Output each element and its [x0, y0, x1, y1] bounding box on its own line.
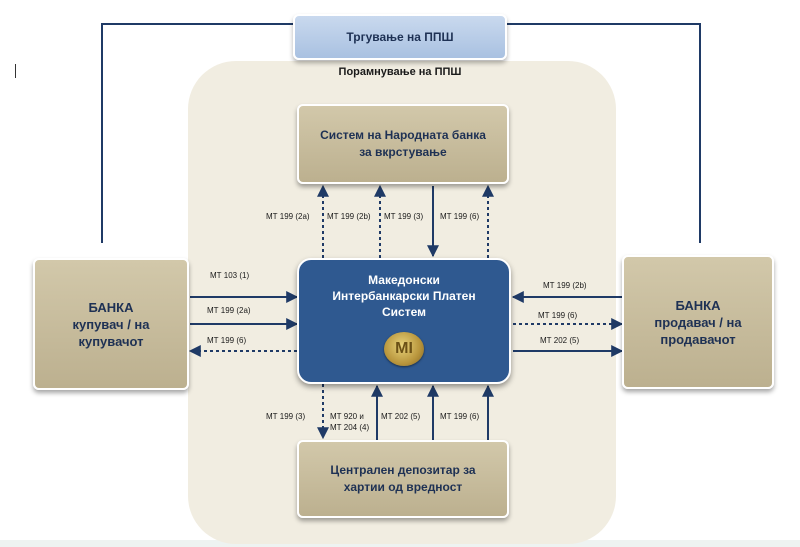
mips-line1: Македонски	[368, 273, 440, 287]
msg-label: МТ 204 (4)	[330, 423, 370, 432]
msg-label: МТ 199 (6)	[207, 336, 247, 345]
seller-bank-line2: продавач / на	[654, 314, 742, 330]
settlement-region-title: Порамнување на ППШ	[338, 66, 462, 78]
buyer-bank-line3: купувачот	[78, 333, 144, 349]
msg-label: МТ 199 (6)	[538, 311, 578, 320]
trading-loop-line	[101, 23, 701, 243]
msg-label: МТ 199 (2а)	[266, 212, 310, 221]
msg-label: МТ 199 (3)	[266, 412, 306, 421]
msg-label: МТ 199 (2а)	[207, 306, 251, 315]
mips-line2: Интербанкарски Платен	[332, 289, 476, 303]
msg-label: МТ 199 (6)	[440, 212, 480, 221]
msg-label: МТ 202 (5)	[381, 412, 421, 421]
msg-label: МТ 199 (2b)	[327, 212, 371, 221]
seller-bank-line3: продавачот	[660, 331, 736, 347]
trading-label: Тргување на ППШ	[346, 30, 454, 44]
buyer-bank-box: БАНКА купувач / на купувачот	[33, 258, 189, 390]
mips-box: Македонски Интербанкарски Платен Систем …	[297, 258, 511, 384]
nbrm-netting-system-box: Систем на Народната банка за вкрстување	[297, 104, 509, 184]
nbrm-system-line2: за вкрстување	[359, 145, 447, 159]
buyer-bank-line2: купувач / на	[72, 316, 150, 332]
buyer-bank-line1: БАНКА	[88, 299, 134, 315]
msg-label: МТ 103 (1)	[210, 271, 250, 280]
text-cursor	[15, 64, 16, 78]
msg-label: МТ 199 (3)	[384, 212, 424, 221]
msg-label: МТ 199 (6)	[440, 412, 480, 421]
trading-box: Тргување на ППШ	[293, 14, 507, 60]
csd-line2: хартии од вредност	[343, 480, 463, 494]
csd-box: Централен депозитар за хартии од вреднос…	[297, 440, 509, 518]
msg-label: МТ 920 и	[330, 412, 364, 421]
csd-line1: Централен депозитар за	[330, 463, 476, 477]
msg-label: МТ 202 (5)	[540, 336, 580, 345]
nbrm-system-line1: Систем на Народната банка	[320, 128, 486, 142]
msg-label: МТ 199 (2b)	[543, 281, 587, 290]
seller-bank-box: БАНКА продавач / на продавачот	[622, 255, 774, 389]
nbrm-coin-logo: ΜΙ	[384, 332, 424, 366]
mips-line3: Систем	[382, 305, 426, 319]
seller-bank-line1: БАНКА	[675, 297, 721, 313]
